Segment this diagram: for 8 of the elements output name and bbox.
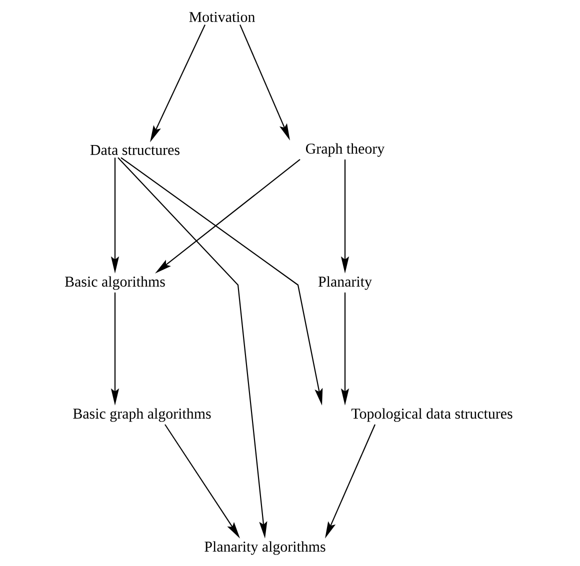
node-label: Topological data structures xyxy=(351,408,512,422)
node-label: Basic algorithms xyxy=(65,276,165,290)
node-label: Data structures xyxy=(90,145,180,155)
node-label: Planarity xyxy=(318,276,372,290)
node-label: Graph theory xyxy=(306,143,385,157)
node-label: Basic graph algorithms xyxy=(73,408,211,422)
node-label: Planarity algorithms xyxy=(204,541,326,555)
node-label: Motivation xyxy=(189,12,255,22)
